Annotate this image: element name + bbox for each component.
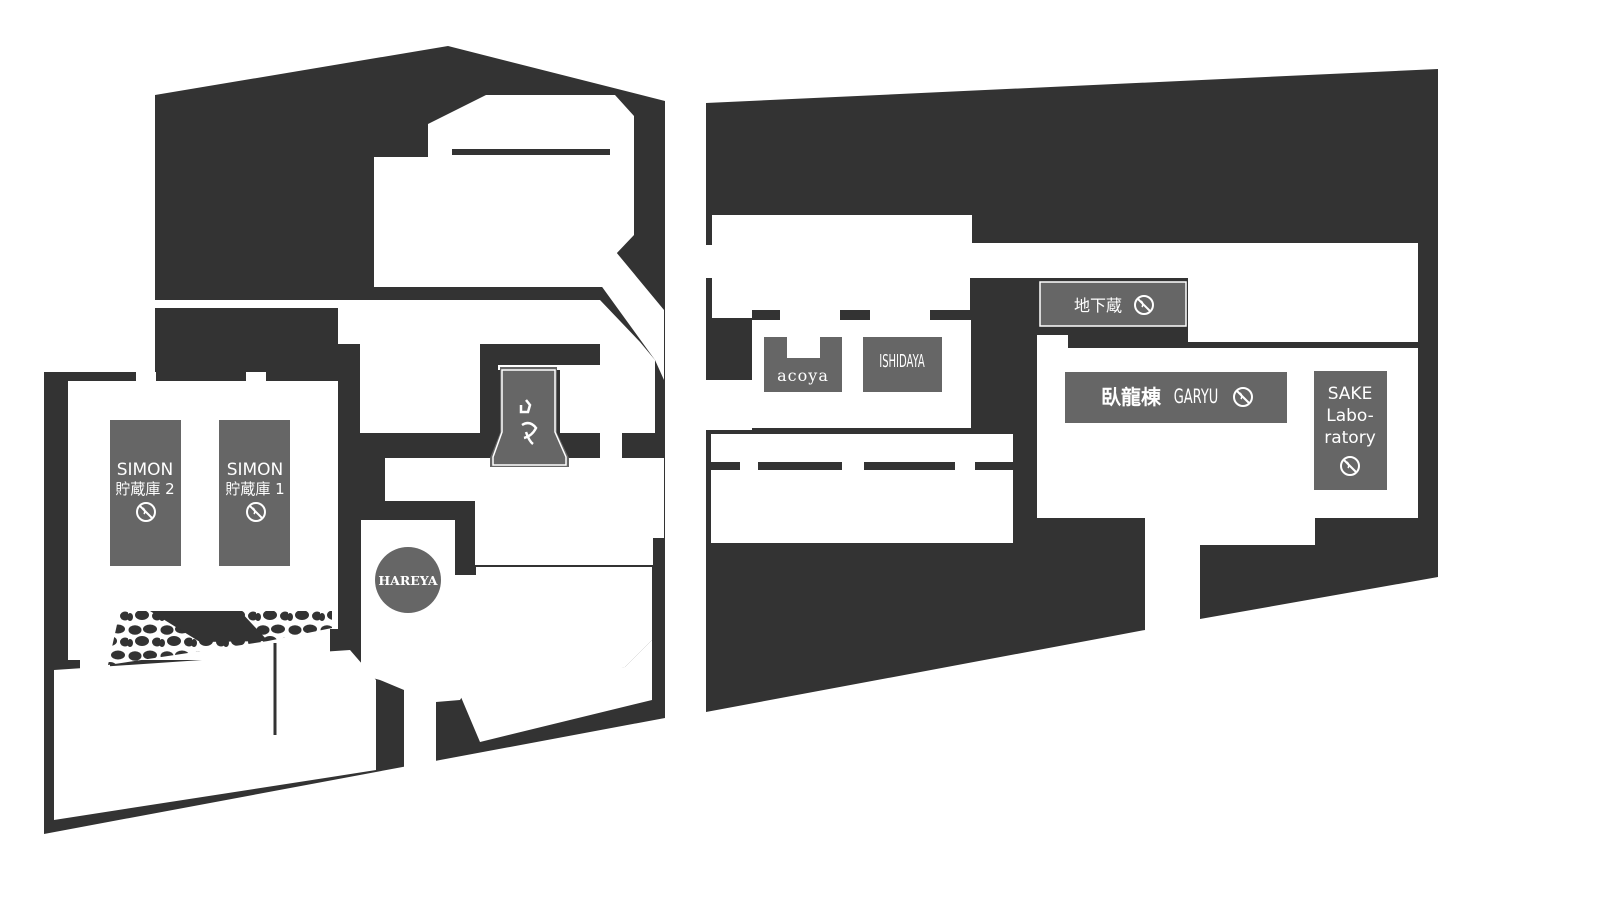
shop-simon-1[interactable]: SIMON 貯蔵庫 1: [219, 420, 290, 566]
shop-sake-lab-line3: ratory: [1324, 428, 1376, 448]
shop-chikagura[interactable]: 地下蔵: [1039, 281, 1187, 327]
no-smoking-icon: [1233, 387, 1253, 407]
shop-ishidaya[interactable]: ISHIDAYA: [863, 337, 942, 392]
shop-sake-lab-line2: Labo-: [1326, 406, 1374, 426]
no-smoking-icon: [1134, 295, 1154, 315]
shop-garyu-sub: GARYU: [1174, 385, 1219, 407]
no-smoking-icon: [1340, 456, 1360, 476]
shop-garyu-name: 臥龍棟: [1101, 385, 1162, 409]
shop-sake-laboratory[interactable]: SAKE Labo- ratory: [1314, 371, 1387, 490]
shop-chikagura-name: 地下蔵: [1074, 296, 1122, 315]
shop-simon-2[interactable]: SIMON 貯蔵庫 2: [110, 420, 181, 566]
no-smoking-icon: [246, 502, 266, 522]
shop-center[interactable]: [490, 365, 569, 467]
shop-ishidaya-name: ISHIDAYA: [879, 351, 925, 372]
shop-hareya-name: HAREYA: [378, 573, 438, 588]
shop-simon-1-sub: 貯蔵庫 1: [225, 480, 284, 498]
shop-hareya[interactable]: HAREYA: [375, 547, 441, 613]
shop-simon-2-sub: 貯蔵庫 2: [115, 480, 174, 498]
shop-acoya-name: acoya: [777, 366, 829, 385]
shop-logo-icon: [519, 399, 538, 445]
shop-garyu[interactable]: 臥龍棟 GARYU: [1065, 372, 1287, 423]
no-smoking-icon: [136, 502, 156, 522]
shop-simon-2-name: SIMON: [117, 460, 174, 480]
shop-sake-lab-line1: SAKE: [1328, 384, 1373, 404]
shop-acoya[interactable]: acoya: [764, 337, 842, 392]
shop-simon-1-name: SIMON: [227, 460, 284, 480]
